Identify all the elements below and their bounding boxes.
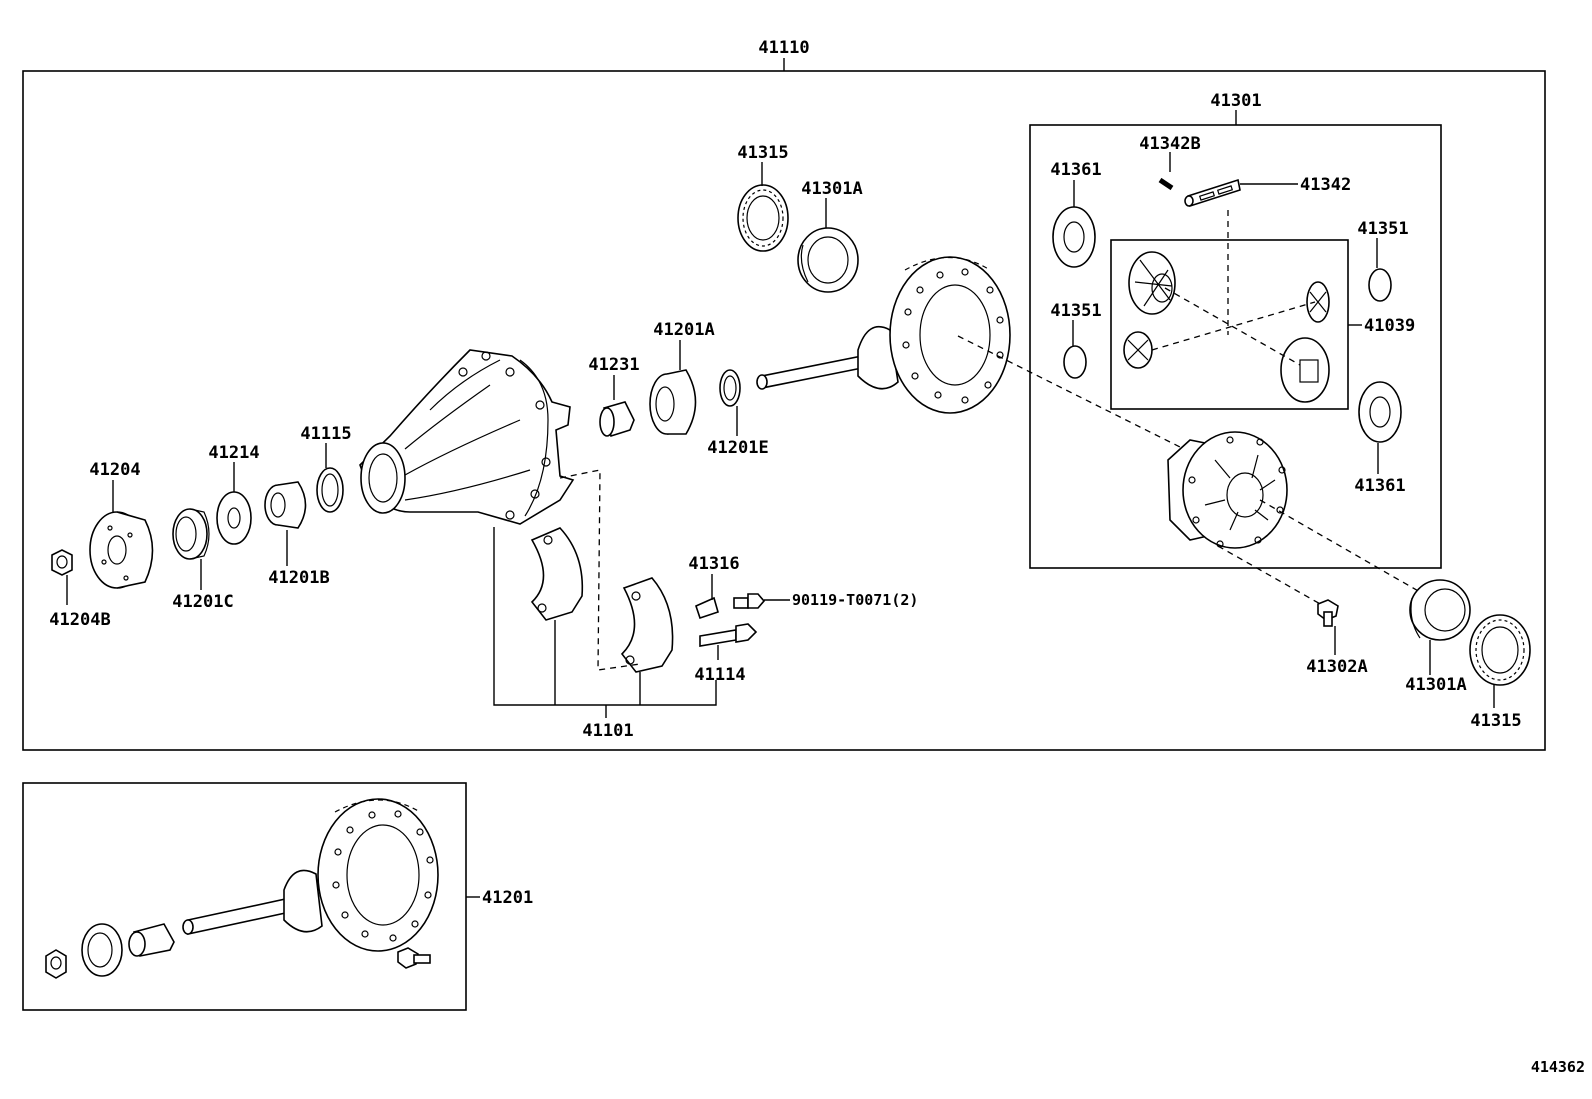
label-41110: 41110 [758,38,809,58]
spacer-41115 [316,467,344,513]
label-41302a: 41302A [1306,657,1367,677]
bolt-90119 [733,593,766,609]
washer-41214 [216,491,252,545]
nut-41204b [51,549,73,576]
assembly-frame-41110 [22,70,1546,751]
label-41315-top: 41315 [737,143,788,163]
label-41361-bottom: 41361 [1354,476,1405,496]
label-41204: 41204 [89,460,140,480]
differential-case [1167,431,1288,549]
label-41315-bottom: 41315 [1470,711,1521,731]
pinion-shaft-41342 [1184,178,1241,208]
label-41201e: 41201E [707,438,768,458]
label-41201a: 41201A [653,320,714,340]
thrust-washer-41361-bottom [1358,381,1402,443]
collapsible-spacer-41231 [599,401,635,438]
label-90119: 90119-T0071(2) [792,591,918,609]
oil-seal-41201c [172,508,210,560]
label-41214: 41214 [208,443,259,463]
label-41301: 41301 [1210,91,1261,111]
bearing-cap-left [530,527,584,621]
bolt-41302a [1317,599,1339,627]
companion-flange-41204 [89,511,154,589]
label-41351-right: 41351 [1357,219,1408,239]
label-41361-top: 41361 [1050,160,1101,180]
ring-gear-and-pinion [756,256,1011,414]
label-41204b: 41204B [49,610,110,630]
label-41201b: 41201B [268,568,329,588]
pinion-gear-small-left [1123,331,1153,369]
label-41201: 41201 [482,888,533,908]
bearing-41315-top [737,184,789,252]
label-41351-left: 41351 [1050,301,1101,321]
label-41231: 41231 [588,355,639,375]
bearing-cup-41301a-top [797,227,859,293]
label-41316: 41316 [688,554,739,574]
side-gear-top [1128,251,1176,315]
bearing-41201a [649,369,697,435]
label-41039: 41039 [1364,316,1415,336]
gear-kit-41201-drawing [45,798,439,979]
bearing-41201b [264,481,307,529]
adjusting-nut-lock-41316 [695,596,719,620]
thrust-washer-41361-top [1052,206,1096,268]
label-41342b: 41342B [1139,134,1200,154]
thrust-washer-41351-left [1063,345,1087,379]
bolt-41114 [699,623,758,647]
label-41342: 41342 [1300,175,1351,195]
figure-id: 414362 [1531,1058,1585,1076]
label-41101: 41101 [582,721,633,741]
side-gear-bottom [1280,337,1330,403]
washer-41201e [719,369,741,407]
label-41201c: 41201C [172,592,233,612]
pin-41342b [1158,177,1174,191]
differential-carrier-housing [359,349,575,525]
bearing-cap-right [620,577,674,673]
label-41115: 41115 [300,424,351,444]
label-41301a-top: 41301A [801,179,862,199]
label-41114: 41114 [694,665,745,685]
bearing-cup-41301a-bottom [1409,579,1471,641]
label-41301a-bottom: 41301A [1405,675,1466,695]
pinion-gear-small-right [1306,281,1330,323]
thrust-washer-41351-right [1368,268,1392,302]
bearing-41315-bottom [1469,614,1531,686]
